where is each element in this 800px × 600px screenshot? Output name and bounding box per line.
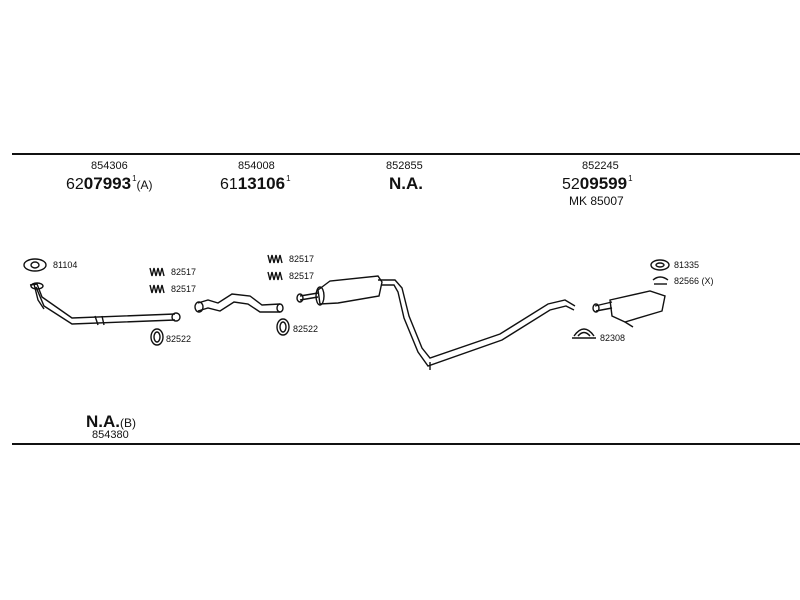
label-81335: 81335 — [674, 260, 700, 270]
na-text: N.A. — [86, 412, 120, 431]
label-82517-c: 82517 — [289, 254, 315, 264]
part-number-854306: 854306 — [91, 160, 128, 172]
mk-number: MK 85007 — [569, 194, 624, 208]
label-82308: 82308 — [600, 333, 626, 343]
ref-bold: 13106 — [237, 174, 286, 193]
part-number-854380: 854380 — [92, 429, 129, 441]
not-available-col3: N.A. — [389, 174, 423, 193]
intermediate-pipe-icon — [194, 293, 284, 313]
gasket-icon — [23, 258, 47, 272]
ref-prefix: 61 — [220, 176, 238, 193]
ring-icon — [276, 318, 290, 336]
ring-icon — [150, 328, 164, 346]
front-pipe-icon — [29, 282, 181, 326]
ref-bold: 07993 — [83, 174, 132, 193]
spring-icon — [149, 284, 165, 294]
part-number-854008: 854008 — [238, 160, 275, 172]
u-clamp-icon — [572, 328, 596, 339]
spring-icon — [267, 271, 283, 281]
label-81104: 81104 — [53, 260, 78, 270]
part-number-852855: 852855 — [386, 160, 423, 172]
top-rule — [12, 153, 800, 155]
center-muffler-icon — [296, 275, 576, 370]
rubber-mount-icon — [650, 259, 670, 271]
spring-icon — [149, 267, 165, 277]
spring-icon — [267, 254, 283, 264]
label-82522-a: 82522 — [166, 334, 192, 344]
ref-prefix: 62 — [66, 176, 84, 193]
ref-bold: 09599 — [579, 174, 628, 193]
label-82522-b: 82522 — [293, 324, 319, 334]
ref-sup: 1 — [132, 174, 137, 183]
label-82566: 82566 (X) — [674, 276, 714, 286]
bottom-rule — [12, 443, 800, 445]
label-82517-a: 82517 — [171, 267, 197, 277]
clamp-icon — [652, 276, 669, 285]
na-suffix: (B) — [120, 416, 136, 430]
ref-prefix: 52 — [562, 176, 580, 193]
ref-sup: 1 — [286, 174, 291, 183]
ref-number-col2: 61131061 — [220, 174, 291, 194]
rear-muffler-icon — [592, 290, 666, 328]
part-number-852245: 852245 — [582, 160, 619, 172]
not-available-bottom: N.A.(B) — [86, 412, 136, 432]
label-82517-b: 82517 — [171, 284, 197, 294]
label-82517-d: 82517 — [289, 271, 315, 281]
ref-number-col4: 52095991 — [562, 174, 633, 194]
ref-sup: 1 — [628, 174, 633, 183]
ref-number-col1: 62079931(A) — [66, 174, 153, 194]
ref-suffix: (A) — [136, 178, 153, 192]
